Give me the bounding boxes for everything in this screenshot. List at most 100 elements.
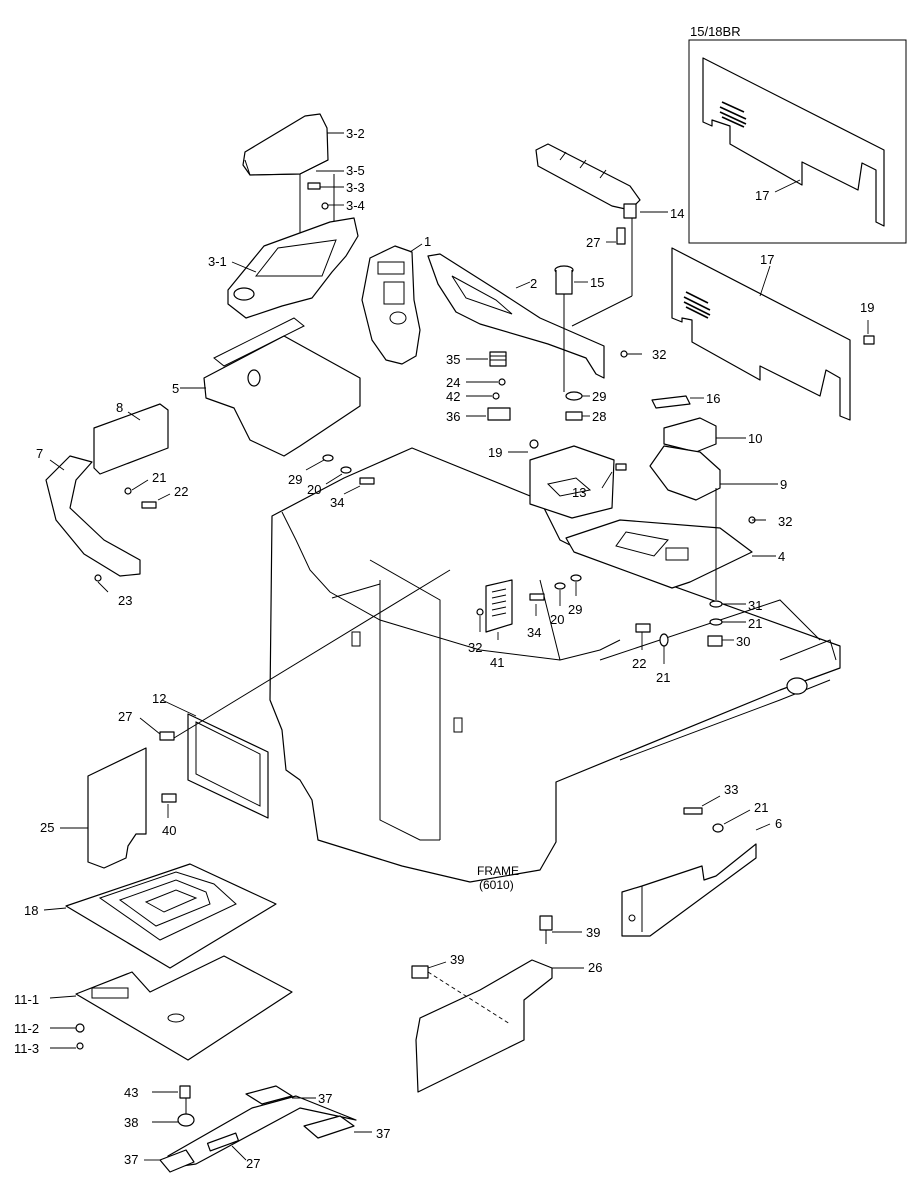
callout-21-c: 21 <box>656 670 670 685</box>
callout-40: 40 <box>162 823 176 838</box>
callout-9: 9 <box>780 477 787 492</box>
frame-code: (6010) <box>479 878 514 892</box>
side-cover-2: 2 <box>427 253 605 379</box>
callout-23: 23 <box>118 593 132 608</box>
fasteners-right: 31 21 30 22 21 <box>632 488 762 685</box>
guard-7-8: 8 7 21 22 23 <box>36 400 188 608</box>
handle-14: 14 27 <box>535 143 684 327</box>
callout-3-1: 3-1 <box>208 254 227 269</box>
callout-32-b: 32 <box>778 514 792 529</box>
callout-3-3: 3-3 <box>346 180 365 195</box>
joystick-console-1: 1 <box>361 234 431 365</box>
callout-39-a: 39 <box>586 925 600 940</box>
callout-1: 1 <box>424 234 431 249</box>
callout-27-c: 27 <box>246 1156 260 1171</box>
callout-8: 8 <box>116 400 123 415</box>
callout-36: 36 <box>446 409 460 424</box>
callout-11-2: 11-2 <box>14 1021 39 1036</box>
callout-18: 18 <box>24 903 38 918</box>
washer-nut-28-29: 29 28 <box>565 389 606 424</box>
grille-41: 41 32 34 20 29 <box>468 574 582 670</box>
callout-29-a: 29 <box>592 389 606 404</box>
callout-31: 31 <box>748 598 762 613</box>
callout-15: 15 <box>590 275 604 290</box>
callout-2: 2 <box>530 276 537 291</box>
bracket-26-sheet <box>415 959 553 1093</box>
callout-41: 41 <box>490 655 504 670</box>
frame-6010: FRAME (6010) <box>269 447 841 892</box>
callout-3-5: 3-5 <box>346 163 365 178</box>
callout-32-c: 32 <box>468 640 482 655</box>
callout-24: 24 <box>446 375 460 390</box>
callout-16: 16 <box>706 391 720 406</box>
pin-15: 15 <box>554 265 604 392</box>
callout-10: 10 <box>748 431 762 446</box>
floor-mat-18: 18 <box>24 863 277 969</box>
callout-7: 7 <box>36 446 43 461</box>
callout-4: 4 <box>778 549 785 564</box>
inset-panel-17 <box>702 57 885 227</box>
callout-21-b: 21 <box>748 616 762 631</box>
panel-25: 25 40 <box>40 747 177 869</box>
inset-title: 15/18BR <box>690 24 741 39</box>
callout-29-c: 29 <box>568 602 582 617</box>
armrest-base-3-1 <box>227 217 359 319</box>
cover-12: 12 27 <box>118 569 451 819</box>
plate-5: 5 <box>172 317 361 457</box>
callout-5: 5 <box>172 381 179 396</box>
callout-32-a: 32 <box>652 347 666 362</box>
plate-11-sheet <box>75 955 293 1061</box>
callout-14: 14 <box>670 206 684 221</box>
callout-27-b: 27 <box>118 709 132 724</box>
callout-11-3: 11-3 <box>14 1041 39 1056</box>
callout-6: 6 <box>775 816 782 831</box>
fasteners-left: 29 20 34 <box>288 454 375 510</box>
callout-42: 42 <box>446 389 460 404</box>
callout-11-1: 11-1 <box>14 992 39 1007</box>
callout-20-a: 20 <box>307 482 321 497</box>
callout-26: 26 <box>588 960 602 975</box>
bolt-32-top: 32 <box>620 347 666 362</box>
handle-7 <box>45 455 141 577</box>
bracket-37: 37 37 37 43 38 27 <box>124 1085 390 1173</box>
plate-4: 4 13 19 32 <box>488 439 792 589</box>
cover-12-plate <box>187 713 269 819</box>
callout-39-b: 39 <box>450 952 464 967</box>
bracket-6-body <box>621 843 757 937</box>
bracket-6: 6 33 21 <box>621 782 782 937</box>
callout-28: 28 <box>592 409 606 424</box>
callout-34-a: 34 <box>330 495 344 510</box>
plate-5-top <box>203 335 361 457</box>
frame-label: FRAME <box>477 864 519 878</box>
panel-17-vent <box>683 291 711 319</box>
inset-vent-hatch <box>719 101 747 128</box>
callout-13: 13 <box>572 485 586 500</box>
callout-3-2: 3-2 <box>346 126 365 141</box>
callout-22-a: 22 <box>174 484 188 499</box>
callout-33: 33 <box>724 782 738 797</box>
callout-27-a: 27 <box>586 235 600 250</box>
callout-34-b: 34 <box>527 625 541 640</box>
callout-21-d: 21 <box>754 800 768 815</box>
callout-12: 12 <box>152 691 166 706</box>
step-pads: 16 10 9 <box>649 391 787 501</box>
handle-grip <box>535 143 641 211</box>
callout-22-b: 22 <box>632 656 646 671</box>
callout-20-b: 20 <box>550 612 564 627</box>
callout-17: 17 <box>760 252 774 267</box>
floor-mat <box>65 863 277 969</box>
callout-37-c: 37 <box>124 1152 138 1167</box>
callout-17-inset: 17 <box>755 188 769 203</box>
bracket-8 <box>93 403 169 475</box>
callout-35: 35 <box>446 352 460 367</box>
callout-37-b: 37 <box>376 1126 390 1141</box>
bracket-stack: 35 24 42 36 <box>446 351 511 424</box>
callout-43: 43 <box>124 1085 138 1100</box>
callout-30: 30 <box>736 634 750 649</box>
plate-11: 11-1 11-2 11-3 <box>14 955 293 1061</box>
callout-37-a: 37 <box>318 1091 332 1106</box>
panel-25-sheet <box>87 747 147 869</box>
bracket-26: 26 39 39 <box>411 915 602 1093</box>
cover-2 <box>427 253 605 379</box>
